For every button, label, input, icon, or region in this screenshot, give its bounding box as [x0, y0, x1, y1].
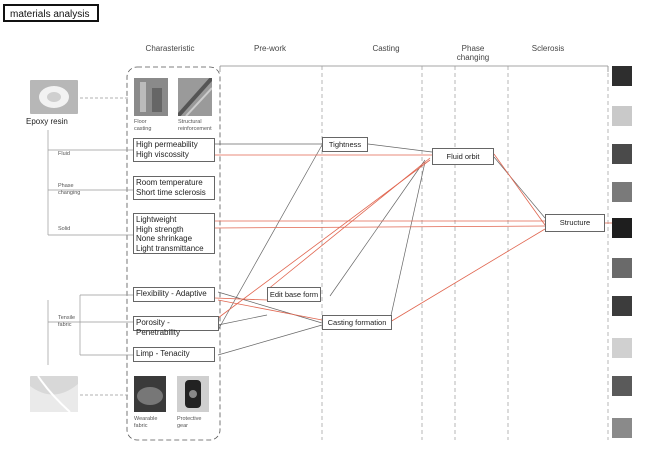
result-photo	[612, 144, 632, 164]
result-photo-strip	[612, 66, 632, 440]
column-phase-changing: Phase changing	[456, 44, 490, 62]
label-fluid: Fluid	[58, 151, 70, 157]
column-casting: Casting	[372, 44, 400, 53]
result-photo	[612, 296, 632, 316]
result-photo	[612, 66, 632, 86]
diagram-title: materials analysis	[3, 4, 99, 22]
result-photo	[612, 376, 632, 396]
char-porosity: Porosity - Penetrability	[133, 316, 219, 337]
structural-reinforcement-label: Structural reinforcement	[178, 119, 212, 132]
char-lightweight: Lightweight	[136, 215, 177, 224]
result-photo	[612, 106, 632, 126]
node-structure: Structure	[545, 214, 605, 232]
label-tensile-fabric: Tensile fabric	[58, 315, 76, 328]
tensile-fabric-image	[30, 375, 78, 413]
node-fluid-orbit: Fluid orbit	[432, 148, 494, 165]
result-photo	[612, 218, 632, 238]
wearable-fabric-image	[134, 376, 166, 412]
char-high-viscosity: High viscossity	[136, 149, 189, 159]
node-casting-formation: Casting formation	[322, 315, 392, 330]
char-none-shrinkage: None shrinkage	[136, 234, 193, 243]
label-solid: Solid	[58, 226, 71, 232]
char-room-temperature: Room temperature	[136, 178, 203, 187]
node-edit-base-form: Edit base form	[267, 287, 321, 302]
label-phase-changing: Phase changing	[58, 183, 81, 196]
epoxy-resin-image	[30, 80, 78, 114]
char-solid: Lightweight High strength None shrinkage…	[133, 213, 215, 254]
node-tightness: Tightness	[322, 137, 368, 152]
result-photo	[612, 338, 632, 358]
char-fluid: High permeability High viscossity	[133, 138, 215, 162]
char-limp: Limp - Tenacity	[133, 347, 215, 362]
char-light-transmittance: Light transmittance	[136, 243, 204, 253]
char-flexibility: Flexibility - Adaptive	[133, 287, 215, 302]
result-photo	[612, 418, 632, 438]
char-phase: Room temperature Short time sclerosis	[133, 176, 215, 200]
protective-gear-image	[177, 376, 209, 412]
epoxy-resin-label: Epoxy resin	[26, 117, 68, 126]
protective-gear-label: Protective gear	[177, 416, 202, 429]
wearable-fabric-label: Wearable fabric	[134, 416, 158, 429]
result-photo	[612, 182, 632, 202]
structural-reinforcement-image	[176, 76, 214, 118]
char-high-permeability: High permeability	[136, 140, 198, 149]
char-short-time-sclerosis: Short time sclerosis	[136, 187, 206, 197]
column-characteristic: Charasteristic	[145, 44, 195, 53]
column-prework: Pre-work	[253, 44, 286, 53]
result-photo	[612, 258, 632, 278]
floor-casting-image	[134, 78, 168, 116]
char-high-strength: High strength	[136, 224, 184, 234]
floor-casting-label: Floor casting	[134, 119, 152, 132]
column-sclerosis: Sclerosis	[531, 44, 565, 53]
